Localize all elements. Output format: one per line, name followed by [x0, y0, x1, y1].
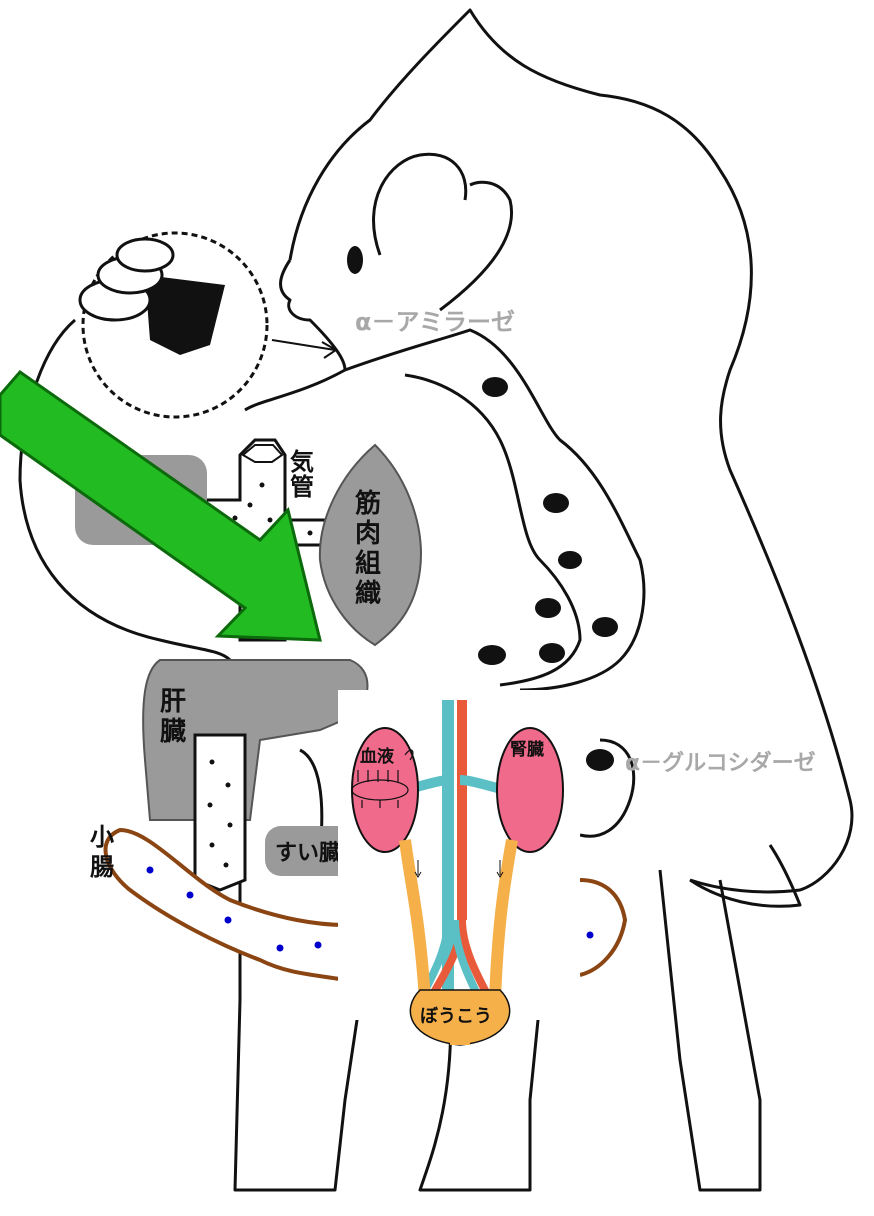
svg-text:肉: 肉 [355, 519, 381, 549]
liver-label-1: 肝 [160, 687, 186, 717]
muscle-tissue-labels: 筋 肉 組 織 [355, 488, 381, 609]
eye-icon [347, 246, 363, 274]
svg-text:筋: 筋 [355, 488, 381, 519]
trachea-label-1: 気 [290, 448, 314, 476]
ear-outline [374, 154, 466, 255]
kidney-label: 腎臓 [510, 740, 544, 760]
small-intestine-right [580, 880, 625, 975]
svg-text:織: 織 [355, 579, 381, 609]
bladder-label: ぼうこう [420, 1006, 492, 1027]
ear-cheek [440, 182, 512, 310]
alpha-amylase-label: α－アミラーゼ [355, 308, 515, 336]
alpha-glucosidase-label: α－グルコシダーゼ [625, 750, 816, 776]
duodenum [195, 735, 245, 890]
blood-label: 血液 [360, 746, 394, 767]
svg-text:組: 組 [355, 548, 381, 579]
kidney-inset: 血液 腎臓 ぼうこう [338, 690, 580, 1045]
rice-ball-icon [80, 233, 267, 417]
small-intestine-label-2: 腸 [90, 853, 114, 881]
small-intestine-label-1: 小 [90, 823, 114, 851]
liver-label-2: 臓 [159, 717, 186, 747]
pancreas-label: すい臓 [275, 841, 341, 866]
food-to-mouth-arrow-icon [272, 340, 336, 358]
trachea-label-2: 管 [290, 473, 314, 501]
